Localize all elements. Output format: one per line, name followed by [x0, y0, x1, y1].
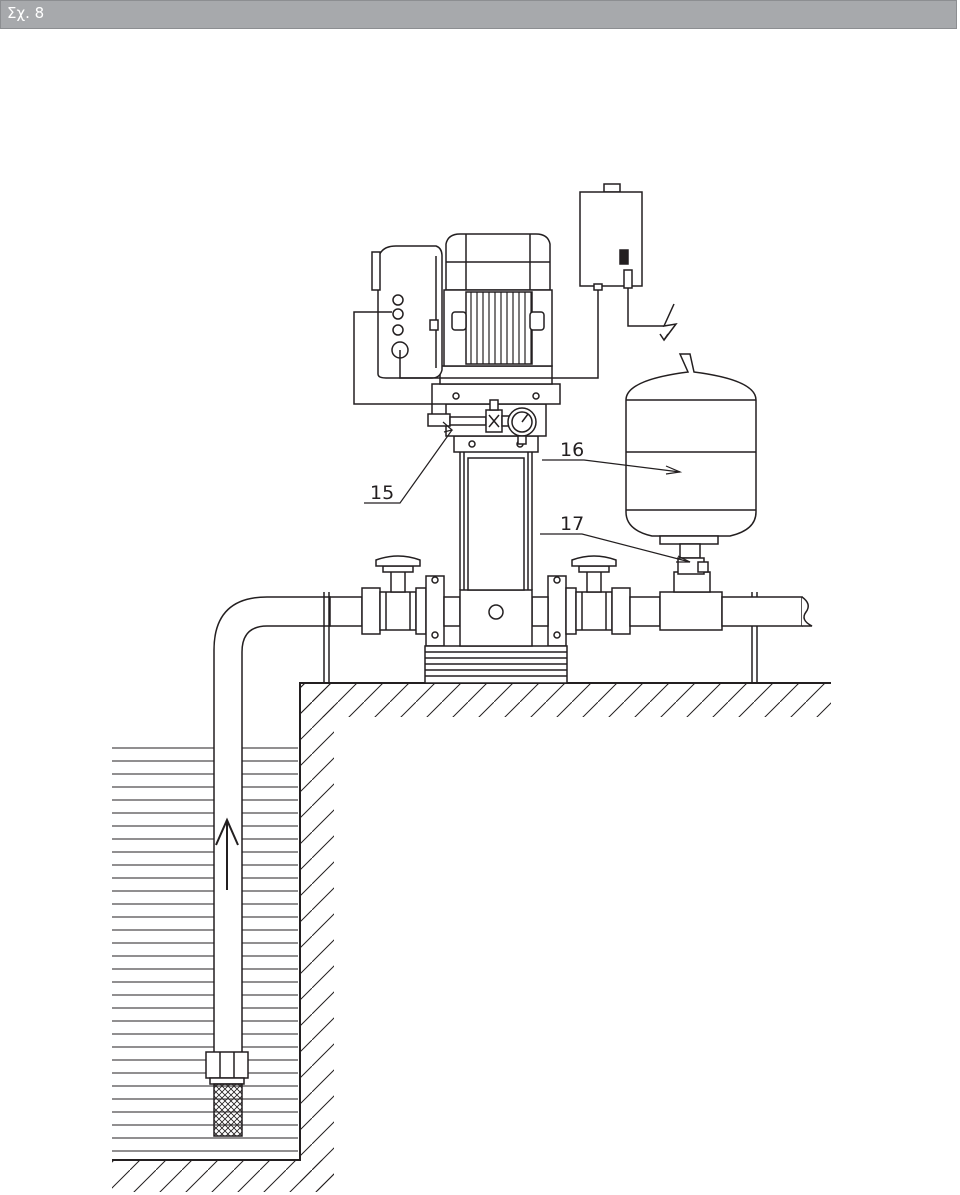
pressure-switch-box — [579, 183, 643, 291]
discharge-piping — [329, 555, 813, 647]
electric-motor — [443, 233, 553, 367]
figure-title: Σχ. 8 — [7, 4, 45, 22]
callout-leaders — [364, 421, 691, 563]
frequency-converter-unit — [371, 245, 443, 379]
water-level-lines — [112, 747, 298, 1152]
callout-17: 17 — [560, 513, 584, 535]
callout-16: 16 — [560, 439, 584, 461]
figure-header-bar: Σχ. 8 — [0, 0, 957, 29]
expansion-tank — [625, 353, 757, 575]
control-wiring — [353, 288, 678, 414]
pressure-gauge-assembly — [427, 399, 537, 445]
ground-section — [112, 682, 831, 1192]
callout-15: 15 — [370, 482, 394, 504]
